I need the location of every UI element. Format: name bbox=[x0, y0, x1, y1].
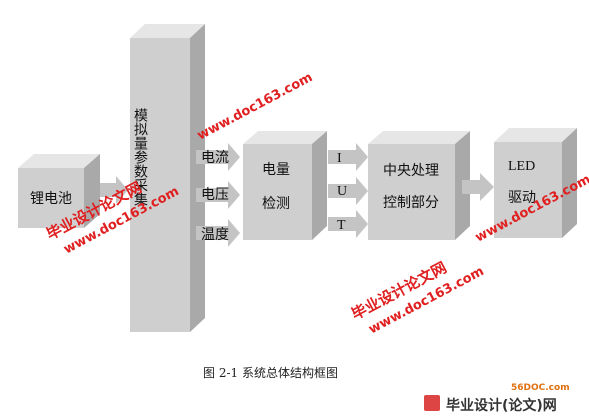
cpu-led-arrow bbox=[462, 173, 494, 201]
led-label-top: LED bbox=[508, 159, 535, 174]
energy-label-top: 电量 bbox=[262, 162, 290, 178]
cpu-label-bottom: 控制部分 bbox=[383, 195, 439, 211]
cpu-block: 中央处理 控制部分 bbox=[368, 131, 470, 240]
signal-voltage: 电压 bbox=[201, 187, 229, 203]
output-current: I bbox=[337, 151, 342, 166]
acquisition-block: 模拟量参数采集 bbox=[130, 24, 205, 332]
signal-temperature: 温度 bbox=[201, 227, 229, 243]
led-driver-block: LED 驱动 bbox=[494, 128, 577, 238]
energy-label-bottom: 检测 bbox=[262, 196, 290, 212]
cpu-label-top: 中央处理 bbox=[383, 163, 439, 179]
energy-detection-block: 电量 检测 bbox=[243, 131, 327, 240]
battery-arrow bbox=[100, 176, 128, 204]
footer-logo: 56DOC.com 毕业设计(论文)网 bbox=[424, 383, 570, 414]
figure-caption: 图 2-1 系统总体结构框图 bbox=[203, 365, 338, 380]
acquisition-label: 模拟量参数采集 bbox=[132, 108, 148, 206]
battery-block: 锂电池 bbox=[18, 154, 100, 228]
signal-arrows bbox=[196, 143, 240, 247]
signal-current: 电流 bbox=[201, 150, 229, 166]
output-arrows bbox=[328, 143, 368, 238]
footer-emblem-icon bbox=[424, 395, 440, 411]
output-voltage: U bbox=[337, 184, 347, 199]
led-label-bottom: 驱动 bbox=[508, 190, 536, 206]
watermark-3: 毕业设计论文网 www.doc163.com bbox=[348, 258, 486, 337]
battery-label: 锂电池 bbox=[30, 191, 72, 207]
footer-brand: 毕业设计(论文)网 bbox=[446, 397, 557, 414]
output-temperature: T bbox=[337, 218, 346, 233]
footer-site: 56DOC.com bbox=[511, 383, 570, 393]
